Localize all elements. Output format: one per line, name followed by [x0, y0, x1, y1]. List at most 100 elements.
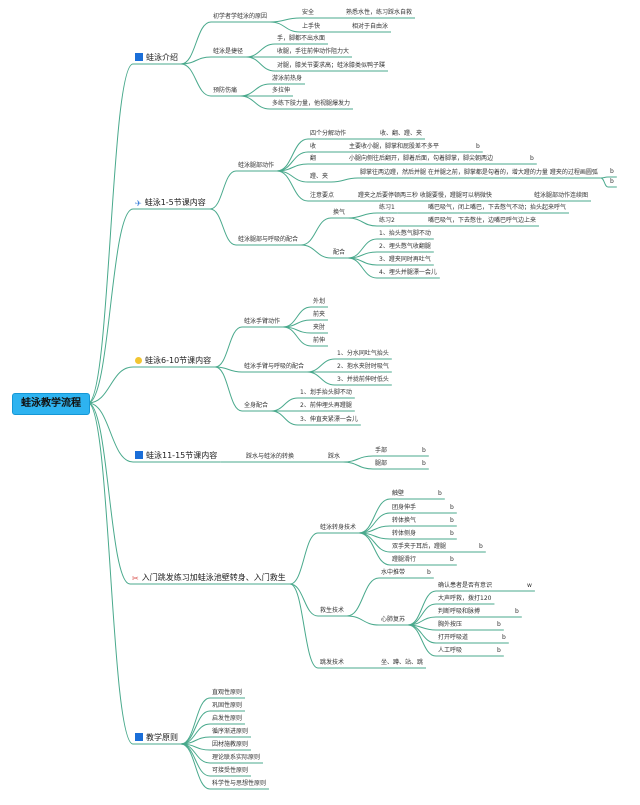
mindmap-node[interactable]: 收、翻、蹬、夹 — [380, 130, 422, 138]
mindmap-node[interactable]: 夹肘 — [313, 324, 325, 332]
mindmap-node[interactable]: 1、抬头憋气脚不动 — [379, 230, 431, 238]
mindmap-node[interactable]: 救生技术 — [320, 607, 344, 615]
mindmap-node[interactable]: 前夹 — [313, 311, 325, 319]
mindmap-node[interactable]: 踩水 — [328, 453, 340, 461]
mindmap-node[interactable]: 判断呼吸和脉搏 — [438, 608, 480, 616]
mindmap-node[interactable]: 全身配合 — [244, 402, 268, 410]
mindmap-node[interactable]: 水中推带 — [381, 569, 405, 577]
mindmap-node[interactable]: 蛙泳手臂与呼吸的配合 — [244, 363, 304, 371]
mindmap-node[interactable]: 对腿，膝关节要求高；蛙泳膝类似鸭子蹼 — [277, 62, 385, 70]
mindmap-node[interactable]: 蛙泳腿部与呼吸的配合 — [238, 236, 298, 244]
mindmap-node[interactable]: 心肺复苏 — [381, 616, 405, 624]
mindmap-node[interactable]: b — [515, 608, 519, 616]
mindmap-node[interactable]: 手，脚都不出水面 — [277, 35, 325, 43]
branch-node[interactable]: 教学原则 — [135, 733, 178, 743]
mindmap-node[interactable]: b — [450, 530, 454, 538]
mindmap-node[interactable]: b — [450, 517, 454, 525]
mindmap-node[interactable]: 配合 — [333, 249, 345, 257]
mindmap-node[interactable]: b — [610, 168, 614, 176]
mindmap-node[interactable]: 蛙泳腿部动作 — [238, 162, 274, 170]
mindmap-node[interactable]: 科学性与思想性原则 — [212, 780, 266, 788]
mindmap-node[interactable]: 打开呼吸道 — [438, 634, 468, 642]
mindmap-node[interactable]: 确认患者是否有意识 — [438, 582, 492, 590]
mindmap-node[interactable]: 脚掌往两边蹬，然后并腿 在并腿之前，脚掌都是勾着的，增大蹬的力量 蹬夹的过程画圆… — [360, 169, 598, 177]
mindmap-node[interactable]: 循序渐进原则 — [212, 728, 248, 736]
mindmap-node[interactable]: 转体侧身 — [392, 530, 416, 538]
mindmap-node[interactable]: b — [497, 647, 501, 655]
mindmap-node[interactable]: 3、蹬夹同时再吐气 — [379, 256, 431, 264]
mindmap-node[interactable]: 相对于自由泳 — [352, 23, 388, 31]
mindmap-node[interactable]: 2、埋头憋气收翻腿 — [379, 243, 431, 251]
mindmap-node[interactable]: 翻 — [310, 155, 316, 163]
mindmap-node[interactable]: 转体换气 — [392, 517, 416, 525]
mindmap-node[interactable]: 练习2 — [379, 217, 395, 225]
mindmap-node[interactable]: 腿部 — [375, 460, 387, 468]
mindmap-node[interactable]: 1、划手抬头脚不动 — [300, 389, 352, 397]
mindmap-node[interactable]: 蛙泳是捷径 — [213, 48, 243, 56]
mindmap-node[interactable]: 蛙泳手臂动作 — [244, 318, 280, 326]
mindmap-node[interactable]: b — [530, 155, 534, 163]
mindmap-node[interactable]: 蹬夹之后要停顿两三秒 收腿要慢，蹬腿可以稍微快 — [358, 192, 492, 200]
mindmap-node[interactable]: 大声呼救，拨打120 — [438, 595, 491, 603]
mindmap-node[interactable]: 预防伤痛 — [213, 87, 237, 95]
mindmap-node[interactable]: 小腿向侧往后翻开，脚着后面，勾着脚掌，脚尖朝两边 — [349, 155, 493, 163]
mindmap-node[interactable]: 多练下肢力量，他视腿爆发力 — [272, 100, 350, 108]
branch-node[interactable]: ✈蛙泳1-5节课内容 — [135, 198, 206, 208]
mindmap-node[interactable]: 初学者学蛙泳的原因 — [213, 13, 267, 21]
mindmap-node[interactable]: b — [476, 143, 480, 151]
mindmap-node[interactable]: b — [479, 543, 483, 551]
mindmap-node[interactable]: 前伸 — [313, 337, 325, 345]
mindmap-node[interactable]: 1、分水同吐气抬头 — [337, 350, 389, 358]
root-node[interactable]: 蛙泳教学流程 — [12, 393, 90, 415]
mindmap-node[interactable]: 嘴巴吸气，下去憋住，边嘴巴呼气边上来 — [428, 217, 536, 225]
mindmap-node[interactable]: 嘴巴吸气，闭上嘴巴，下去憋气不动；抬头起来呼气 — [428, 204, 566, 212]
mindmap-node[interactable]: 巩固性原则 — [212, 702, 242, 710]
mindmap-node[interactable]: b — [427, 569, 431, 577]
mindmap-node[interactable]: 收腿，手往前伸动作阻力大 — [277, 48, 349, 56]
mindmap-node[interactable]: 2、抱水夹肘时吸气 — [337, 363, 389, 371]
mindmap-node[interactable]: b — [422, 460, 426, 468]
mindmap-node[interactable]: b — [502, 634, 506, 642]
mindmap-node[interactable]: 触壁 — [392, 490, 404, 498]
mindmap-node[interactable]: 蛙泳腿部动作连续图 — [534, 192, 588, 200]
mindmap-node[interactable]: 蛙泳转身技术 — [320, 524, 356, 532]
mindmap-node[interactable]: 上手快 — [302, 23, 320, 31]
mindmap-node[interactable]: 换气 — [333, 209, 345, 217]
mindmap-node[interactable]: b — [438, 490, 442, 498]
mindmap-node[interactable]: b — [450, 556, 454, 564]
mindmap-node[interactable]: 多拉伸 — [272, 87, 290, 95]
mindmap-node[interactable]: 直观性原则 — [212, 689, 242, 697]
mindmap-node[interactable]: 四个分解动作 — [310, 130, 346, 138]
mindmap-node[interactable]: 熟悉水性，练习踩水自救 — [346, 9, 412, 17]
mindmap-node[interactable]: 人工呼吸 — [438, 647, 462, 655]
mindmap-node[interactable]: 4、埋头并腿漂一会儿 — [379, 269, 437, 277]
mindmap-node[interactable]: 练习1 — [379, 204, 395, 212]
mindmap-node[interactable]: 蹬、夹 — [310, 173, 328, 181]
branch-node[interactable]: 蛙泳介绍 — [135, 53, 178, 63]
mindmap-node[interactable]: 主要收小腿，脚掌和屁股差不多平 — [349, 143, 439, 151]
mindmap-node[interactable]: w — [527, 582, 532, 590]
mindmap-node[interactable]: 理论联系实际原则 — [212, 754, 260, 762]
mindmap-node[interactable]: 启发性原则 — [212, 715, 242, 723]
mindmap-node[interactable]: 注意要点 — [310, 192, 334, 200]
mindmap-node[interactable]: 游泳前热身 — [272, 75, 302, 83]
mindmap-node[interactable]: 2、前伸埋头再蹬腿 — [300, 402, 352, 410]
mindmap-node[interactable]: b — [422, 447, 426, 455]
mindmap-node[interactable]: 手部 — [375, 447, 387, 455]
mindmap-node[interactable]: 3、并拢前伸时低头 — [337, 376, 389, 384]
mindmap-node[interactable]: 胸外按压 — [438, 621, 462, 629]
branch-node[interactable]: ✂入门跳发练习加蛙泳池壁转身、入门救生 — [132, 573, 286, 583]
mindmap-node[interactable]: b — [610, 178, 614, 186]
mindmap-node[interactable]: 跳发技术 — [320, 659, 344, 667]
mindmap-node[interactable]: 可接受性原则 — [212, 767, 248, 775]
mindmap-node[interactable]: 踩水与蛙泳的转换 — [246, 453, 294, 461]
mindmap-node[interactable]: 双手夹于耳后，蹬腿 — [392, 543, 446, 551]
mindmap-node[interactable]: b — [497, 621, 501, 629]
mindmap-node[interactable]: 因材施教原则 — [212, 741, 248, 749]
mindmap-node[interactable]: 收 — [310, 143, 316, 151]
mindmap-node[interactable]: b — [450, 504, 454, 512]
mindmap-node[interactable]: 安全 — [302, 9, 314, 17]
mindmap-node[interactable]: 3、伸直夹紧漂一会儿 — [300, 416, 358, 424]
mindmap-node[interactable]: 坐、蹲、站、跳 — [381, 659, 423, 667]
mindmap-node[interactable]: 蹬腿滑行 — [392, 556, 416, 564]
